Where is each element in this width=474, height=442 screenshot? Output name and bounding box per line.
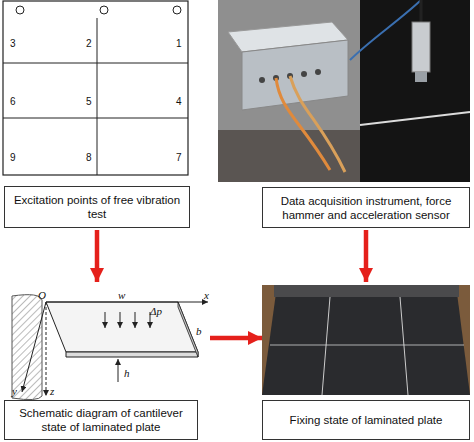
caption-text: Schematic diagram of cantilever state of…: [11, 406, 191, 434]
callout-number: 6: [10, 96, 16, 107]
plate-grid: [3, 1, 188, 175]
callout-number: 2: [86, 38, 92, 49]
flow-arrow: [210, 336, 262, 341]
callout-number: 5: [86, 96, 92, 107]
callout-number: 4: [176, 96, 182, 107]
cantilever-schematic: [12, 295, 208, 400]
axis-label: O: [38, 290, 46, 301]
axis-label: x: [204, 290, 209, 301]
caption-box: Data acquisition instrument, force hamme…: [262, 187, 470, 228]
callout-number: 9: [10, 152, 16, 163]
dimension-label: h: [124, 368, 130, 379]
callout-number: 7: [176, 152, 182, 163]
caption-box: Schematic diagram of cantilever state of…: [4, 400, 198, 440]
caption-box: Excitation points of free vibration test: [4, 186, 190, 228]
callout-number: 1: [176, 38, 182, 49]
caption-text: Excitation points of free vibration test: [11, 193, 183, 221]
axis-label: y: [12, 386, 17, 397]
axis-label: w: [118, 290, 125, 301]
stage-panel: Schematic diagram of cantilever state of…: [4, 282, 210, 440]
instrument-photo: [218, 0, 470, 182]
stage-panel: Data acquisition instrument, force hamme…: [218, 0, 472, 230]
caption-box: Fixing state of laminated plate: [262, 400, 470, 440]
dimension-label: b: [196, 326, 202, 337]
flow-arrow: [364, 230, 369, 282]
caption-text: Fixing state of laminated plate: [290, 413, 443, 427]
load-label: Δp: [150, 306, 162, 317]
flow-arrow: [95, 230, 100, 282]
stage-panel: Excitation points of free vibration test: [2, 0, 192, 230]
caption-text: Data acquisition instrument, force hamme…: [269, 194, 463, 222]
callout-number: 3: [10, 38, 16, 49]
callout-number: 8: [86, 152, 92, 163]
stage-panel: Fixing state of laminated plate: [262, 282, 470, 440]
axis-label: z: [50, 386, 54, 397]
laminated-plate-photo: [262, 285, 470, 395]
